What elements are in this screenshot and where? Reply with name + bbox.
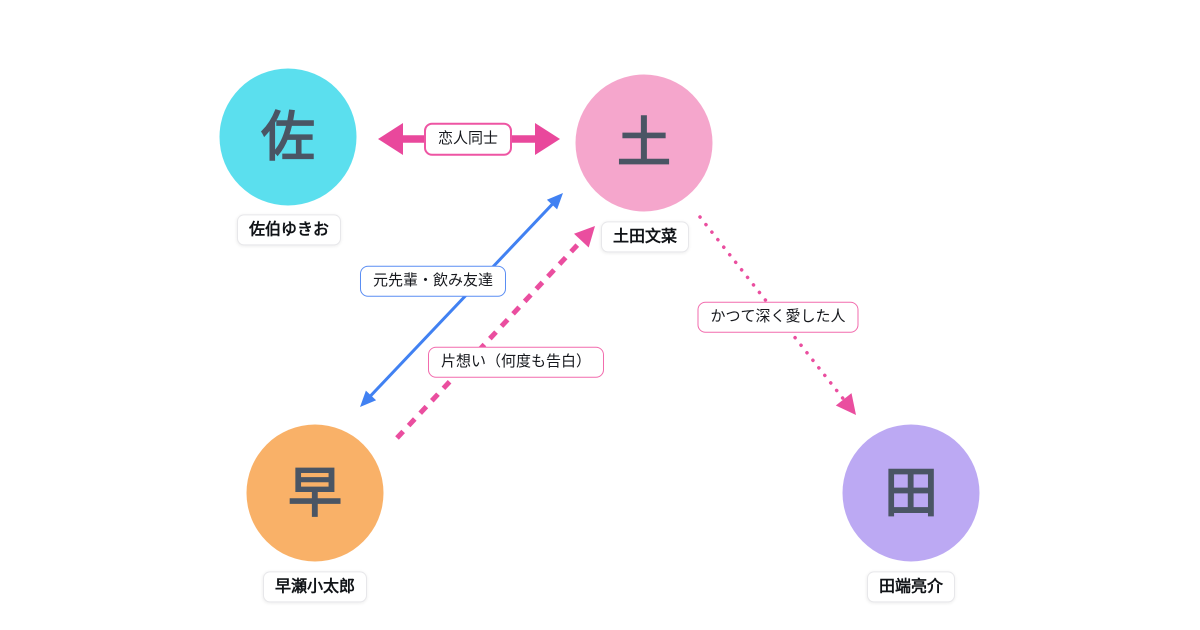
node-saeki: 佐 — [219, 68, 357, 206]
node-hayase-initial: 早 — [288, 463, 342, 523]
edge-label-lovers: 恋人同士 — [423, 122, 513, 156]
edge-once-loved-line — [698, 215, 847, 403]
node-tsuchida: 土 — [575, 74, 713, 212]
edge-once-loved-arrow — [698, 215, 856, 415]
name-label-tabata: 田端亮介 — [866, 571, 956, 603]
edge-label-senpai-friend: 元先輩・飲み友達 — [359, 265, 507, 297]
node-tabata: 田 — [842, 424, 980, 562]
name-label-saeki: 佐伯ゆきお — [236, 214, 342, 246]
edge-senpai-friend-arrowhead-bottom — [360, 390, 377, 407]
node-tabata-initial: 田 — [884, 463, 938, 523]
edge-unrequited-love-line — [395, 237, 585, 440]
edge-lovers-arrowhead-left — [378, 123, 403, 155]
edge-senpai-friend-arrow — [360, 193, 563, 407]
name-label-hayase: 早瀬小太郎 — [262, 571, 368, 603]
edge-senpai-friend-arrowhead-top — [546, 193, 563, 210]
edge-senpai-friend-line — [367, 200, 556, 400]
node-saeki-initial: 佐 — [261, 107, 315, 167]
node-tsuchida-initial: 土 — [617, 113, 671, 173]
edge-once-loved-arrowhead — [835, 393, 856, 415]
node-hayase: 早 — [246, 424, 384, 562]
edge-label-unrequited-love: 片想い（何度も告白） — [427, 346, 605, 378]
name-label-tsuchida: 土田文菜 — [600, 221, 690, 253]
edge-unrequited-love-arrowhead — [574, 226, 595, 248]
edge-label-once-loved: かつて深く愛した人 — [697, 301, 859, 333]
edge-lovers-arrowhead-right — [535, 123, 560, 155]
edge-unrequited-love-arrow — [395, 226, 595, 440]
